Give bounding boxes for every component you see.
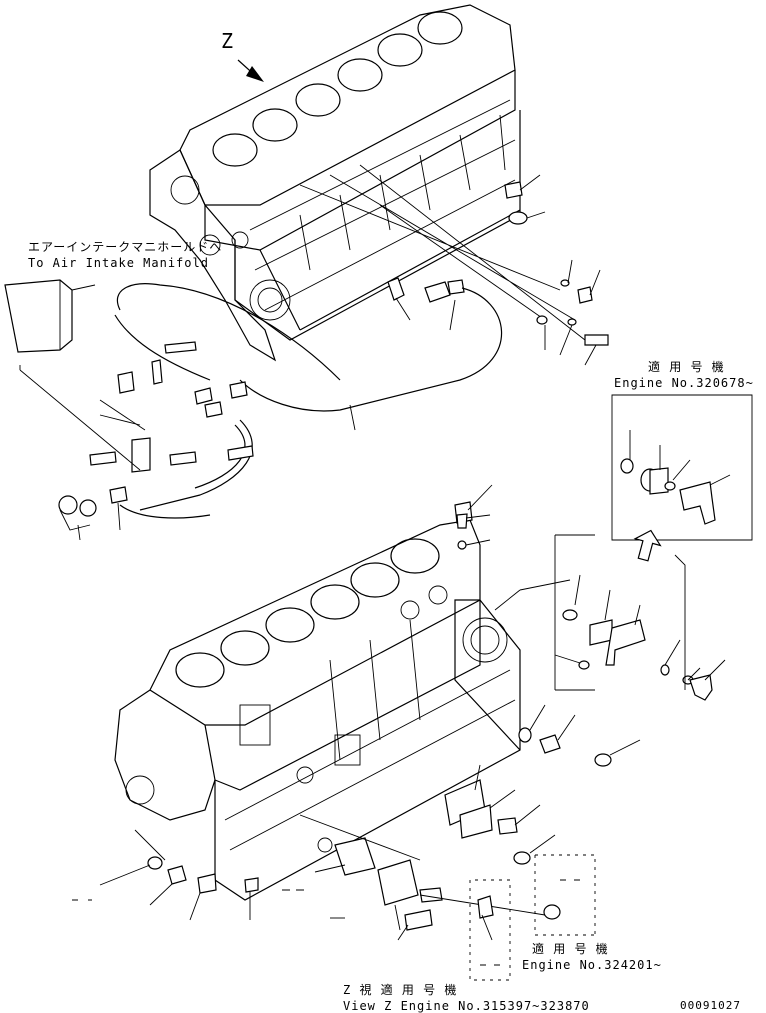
- lower-block-bottom-parts: [99, 814, 561, 941]
- wiring-harness: [114, 283, 341, 519]
- view-z-marker: Z: [221, 29, 234, 53]
- lower-cylinder-block: [114, 519, 521, 901]
- engine-no-label-top: Engine No.320678~: [614, 376, 754, 390]
- air-intake-label-en: To Air Intake Manifold: [28, 256, 209, 270]
- oil-pressure-sensor-and-hose: [239, 277, 503, 431]
- view-z-label-en: View Z Engine No.315397~323870: [343, 999, 590, 1013]
- upper-cylinder-block: [149, 4, 586, 362]
- view-z-arrow: [237, 59, 264, 82]
- inset-fittings-top: [620, 430, 731, 525]
- lower-block-fittings: [444, 484, 726, 865]
- callout-boxes: [469, 394, 753, 981]
- leader-lines: [19, 365, 571, 861]
- applicable-label-bottom-jp: 適 用 号 機: [532, 942, 609, 956]
- view-z-label-jp: Z 視 適 用 号 機: [343, 983, 458, 997]
- upper-block-fittings: [504, 174, 609, 366]
- applicable-label-top-jp: 適 用 号 機: [648, 360, 725, 374]
- blank-markers: [72, 879, 580, 966]
- air-intake-label-jp: エアーインテークマニホールドへ: [28, 240, 223, 254]
- drawing-number: 00091027: [680, 999, 741, 1012]
- engine-no-label-bottom: Engine No.324201~: [522, 958, 662, 972]
- sensor-bracket-parts: [4, 279, 254, 541]
